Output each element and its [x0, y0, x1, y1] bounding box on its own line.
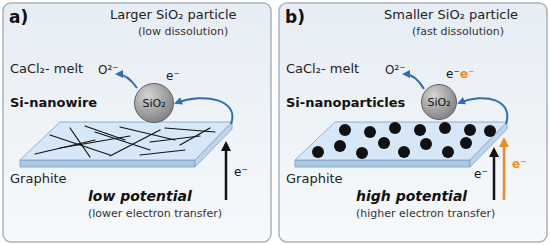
sio2-particle: SiO₂ — [421, 84, 457, 120]
annotation-label: high potential — [356, 188, 467, 204]
si-nanoparticles — [312, 122, 496, 159]
annotation-label: e⁻ — [446, 68, 460, 82]
particle-label: SiO₂ — [142, 97, 165, 110]
annotation-label: Si-nanowire — [10, 96, 97, 111]
annotation-label: e⁻ — [474, 168, 488, 182]
oxide-release-arrow — [404, 74, 424, 89]
annotation-label: e⁻ — [460, 68, 474, 82]
annotation-label: Larger SiO₂ particle — [110, 8, 237, 23]
panel-outline — [3, 3, 271, 242]
annotation-label: O²⁻ — [98, 64, 119, 78]
annotation-label: (fast dissolution) — [412, 26, 504, 39]
annotation-label: O²⁻ — [385, 64, 406, 78]
annotation-label: (low dissolution) — [138, 26, 228, 39]
annotation-label: e⁻ — [166, 70, 180, 84]
electron-arrow — [225, 144, 228, 200]
panel: b) SiO₂ — [279, 3, 547, 242]
panel: a) SiO₂ — [3, 3, 271, 242]
graphite-plate — [20, 122, 232, 167]
si-nanowires — [35, 126, 215, 157]
electron-arrow — [493, 150, 496, 200]
annotation-label: e⁻ — [512, 158, 526, 172]
panel-letter: a) — [9, 7, 28, 27]
annotation-label: Graphite — [10, 172, 67, 187]
annotation-label: (lower electron transfer) — [88, 208, 222, 221]
annotation-label: (higher electron transfer) — [356, 208, 495, 221]
annotation-label: CaCl₂- melt — [10, 62, 83, 77]
annotation-label: Graphite — [286, 172, 343, 187]
annotation-label: low potential — [88, 188, 192, 204]
annotation-label: e⁻ — [234, 166, 248, 180]
electron-path-arrow — [459, 98, 507, 124]
oxide-release-arrow — [117, 74, 137, 88]
panel-outline — [279, 3, 547, 242]
annotation-label: Si-nanoparticles — [286, 96, 405, 111]
graphite-plate — [295, 122, 507, 167]
panel-letter: b) — [285, 7, 305, 27]
sio2-particle: SiO₂ — [134, 83, 174, 123]
annotation-label: CaCl₂- melt — [286, 62, 359, 77]
electron-path-arrow — [176, 98, 232, 124]
annotation-label: Smaller SiO₂ particle — [384, 8, 518, 23]
electron-arrow — [503, 140, 506, 200]
particle-label: SiO₂ — [427, 96, 450, 109]
